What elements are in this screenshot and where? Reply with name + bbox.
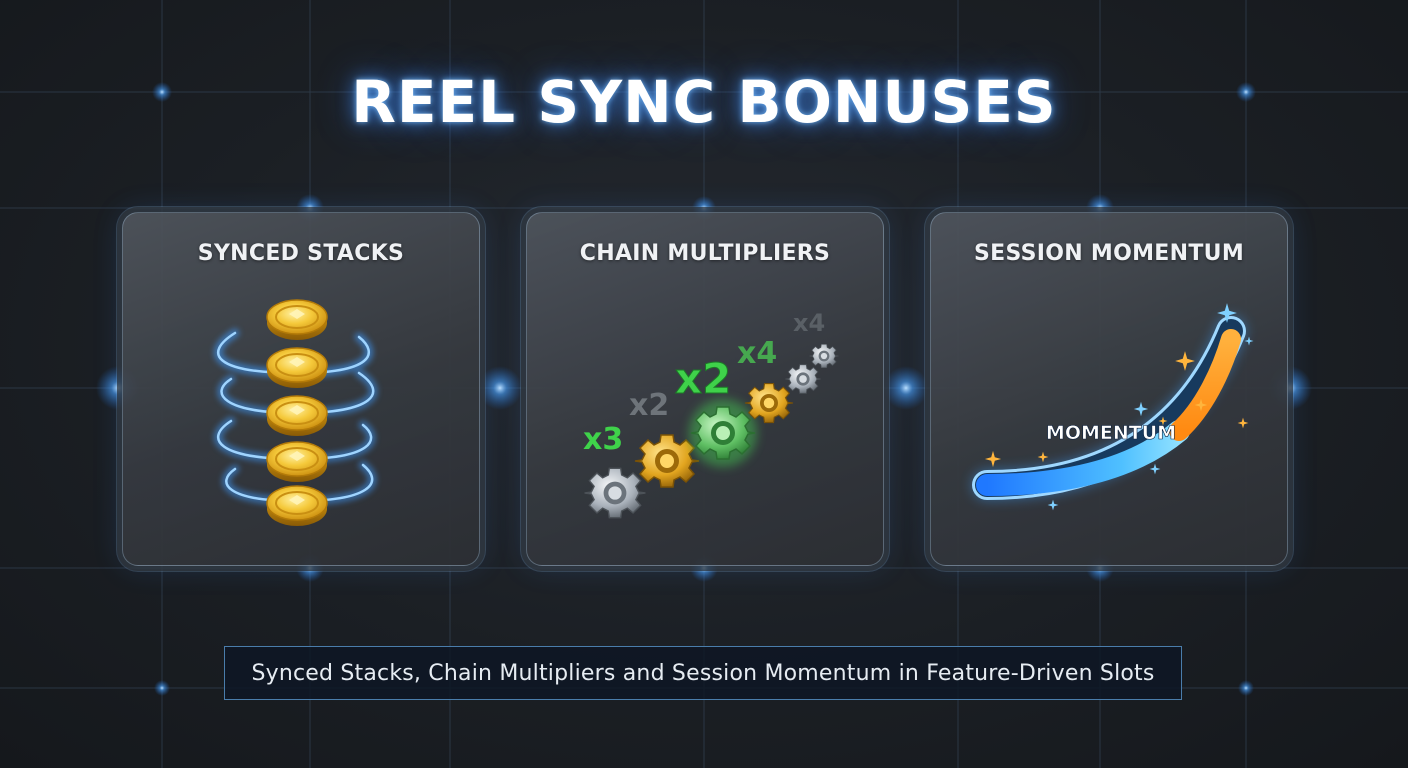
caption-banner: Synced Stacks, Chain Multipliers and Ses… [224, 646, 1182, 700]
synced-stacks-card[interactable]: SYNCED STACKS [122, 212, 480, 566]
caption-text: Synced Stacks, Chain Multipliers and Ses… [251, 660, 1155, 686]
multiplier-label: x4 [793, 309, 825, 337]
card-title-session-momentum: SESSION MOMENTUM [973, 241, 1245, 266]
page-title: REEL SYNC BONUSES [351, 68, 1057, 136]
momentum-bar-icon: MOMENTUM [972, 303, 1254, 511]
momentum-label: MOMENTUM [1046, 422, 1176, 444]
gear-chain-icon: x3 x2 x2 x4 x4 [583, 309, 839, 519]
multiplier-label: x3 [583, 422, 623, 457]
card-title-synced-stacks: SYNCED STACKS [197, 241, 405, 266]
card-title-chain-multipliers: CHAIN MULTIPLIERS [579, 241, 831, 266]
multiplier-label: x4 [737, 336, 777, 371]
multiplier-label-highlight: x2 [675, 354, 731, 403]
stacked-gold-coins-icon [213, 299, 378, 526]
chain-multipliers-card[interactable]: CHAIN MULTIPLIERS [526, 212, 884, 566]
session-momentum-card[interactable]: SESSION MOMENTUM [930, 212, 1288, 566]
multiplier-label: x2 [629, 388, 669, 423]
